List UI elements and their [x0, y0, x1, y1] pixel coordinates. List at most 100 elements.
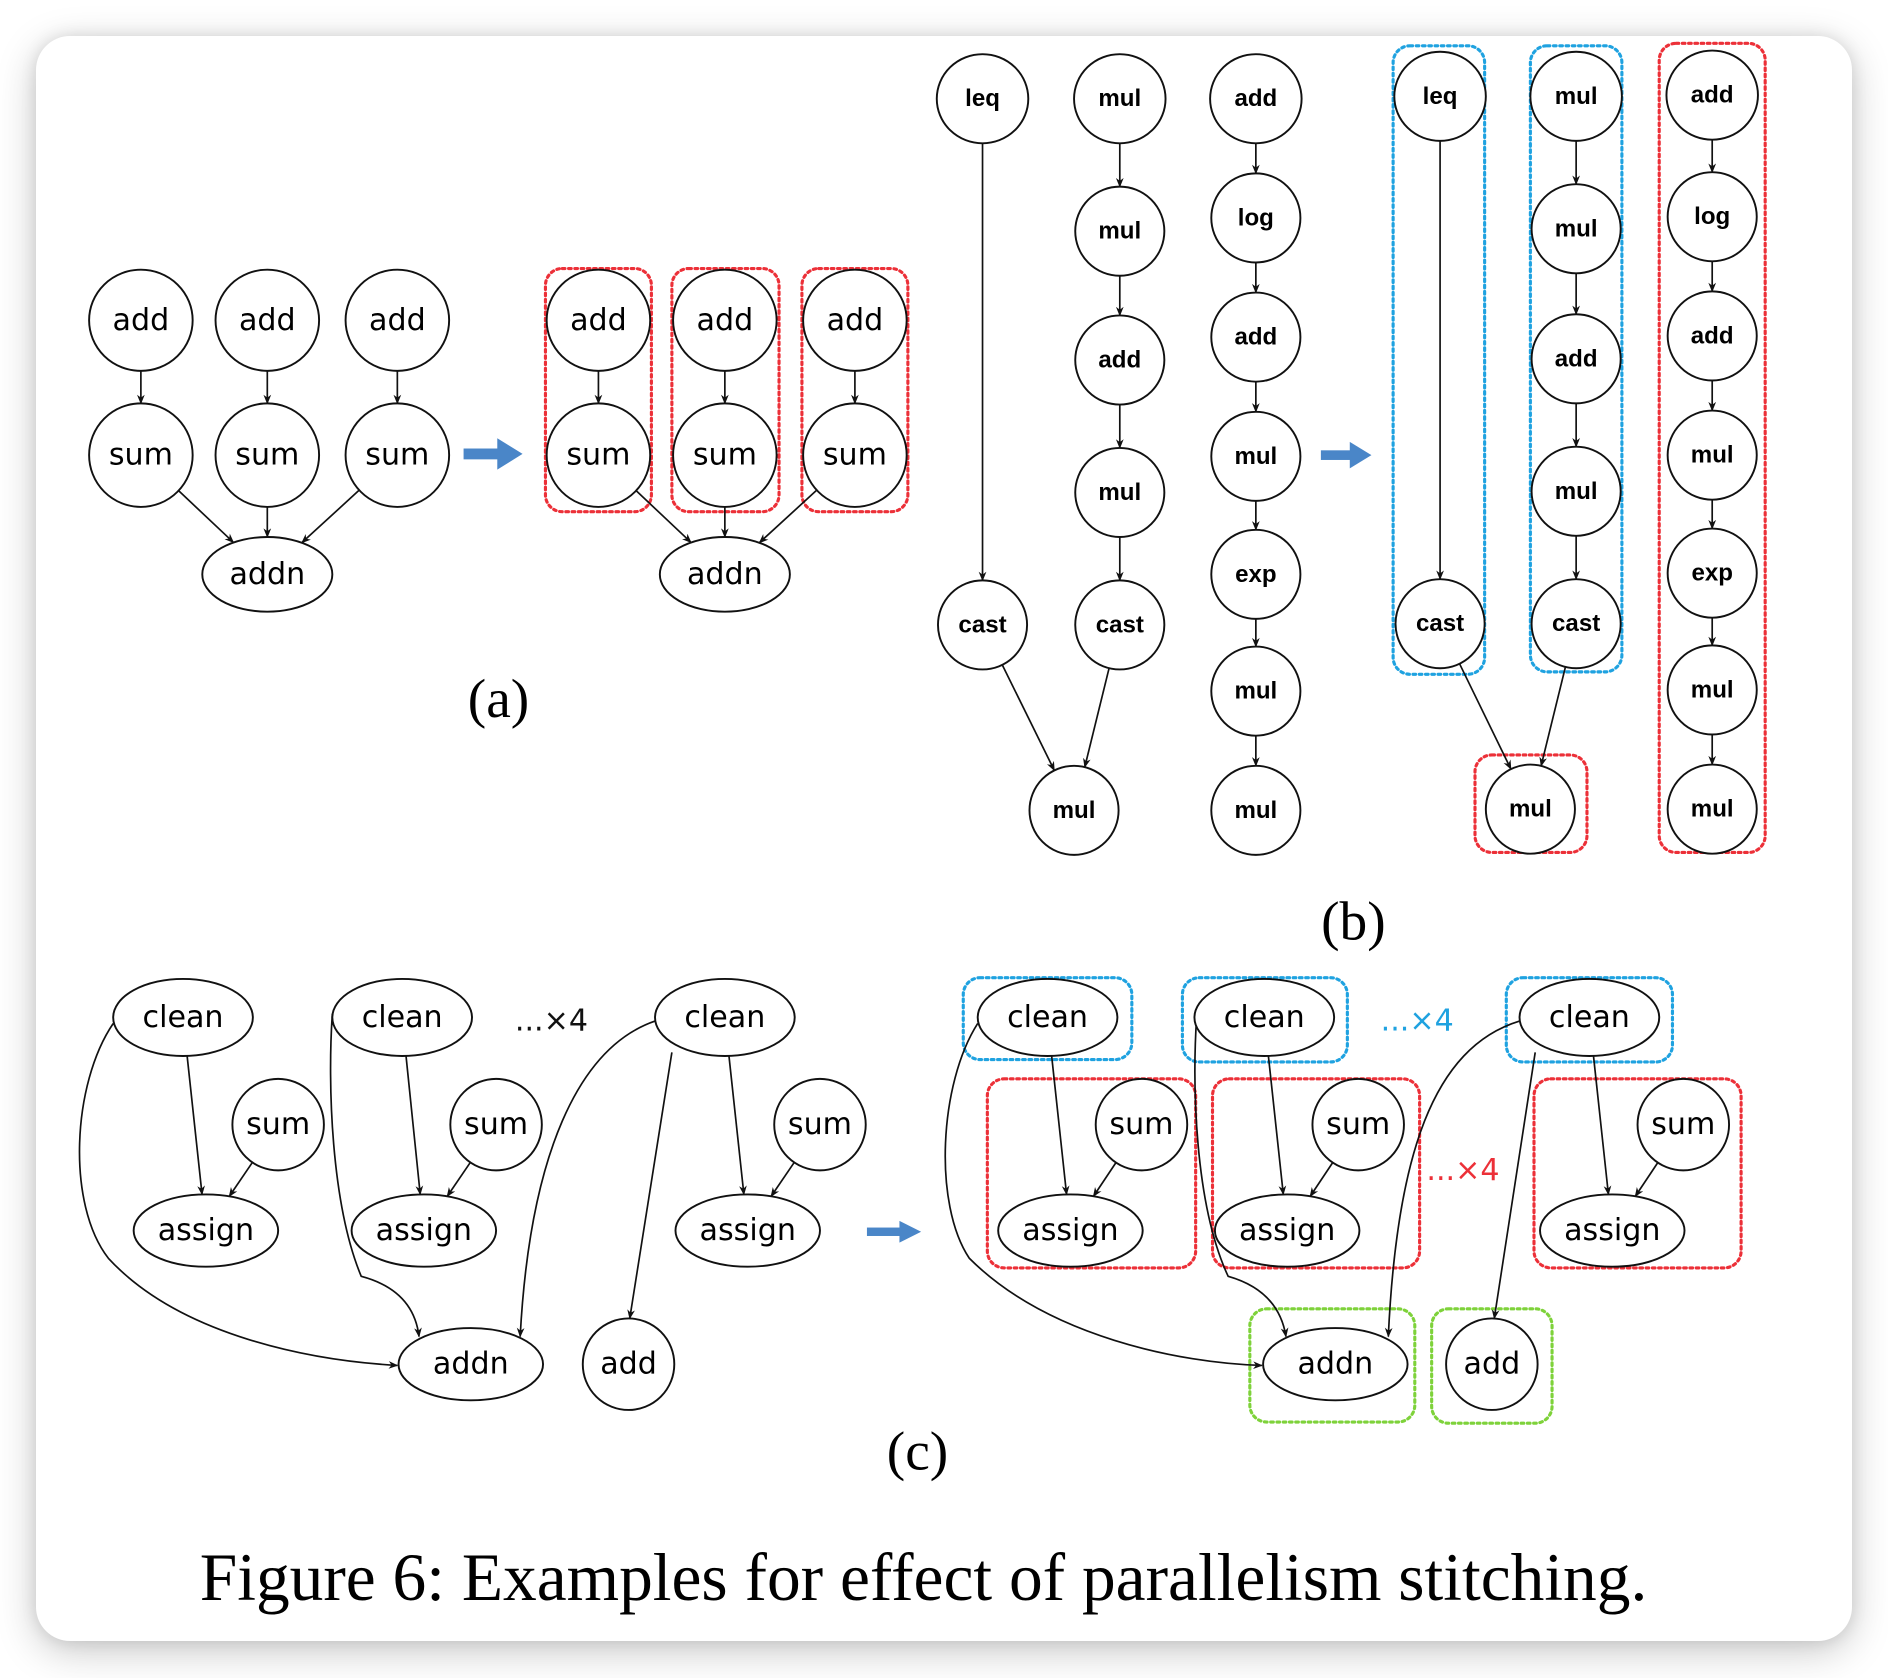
- edge: [1267, 1055, 1287, 1196]
- graph-node-clean: clean: [1193, 977, 1336, 1057]
- node-ellipse: [1210, 410, 1302, 502]
- node-ellipse: [802, 402, 908, 508]
- node-label: exp: [1235, 561, 1277, 588]
- node-label: assign: [1022, 1213, 1118, 1248]
- graph-node-assign: assign: [1539, 1193, 1686, 1268]
- node-ellipse: [449, 1077, 543, 1172]
- node-ellipse: [1074, 446, 1166, 538]
- node-ellipse: [1210, 764, 1302, 856]
- graph-node-mul: mul: [1530, 183, 1622, 275]
- edge: [1384, 1020, 1520, 1338]
- node-label: clean: [143, 1000, 224, 1035]
- node-label: sum: [246, 1107, 310, 1142]
- node-ellipse: [1666, 763, 1758, 855]
- node-label: cast: [1552, 610, 1600, 637]
- node-label: clean: [1224, 1000, 1305, 1035]
- red-group-box: [985, 1077, 1198, 1270]
- panel-b-after-graph: leqcastmulmuladdmulcastmuladdlogaddmulex…: [1391, 41, 1767, 855]
- panel-b-before-graph: leqcastmulmuladdmulcastmuladdlogaddmulex…: [935, 53, 1303, 856]
- node-label: add: [827, 303, 884, 338]
- edge: [405, 1055, 424, 1196]
- graph-node-add: add: [545, 268, 652, 372]
- node-ellipse: [1666, 527, 1758, 619]
- node-label: mul: [1234, 678, 1277, 705]
- graph-node-sum: sum: [1636, 1077, 1731, 1172]
- node-ellipse: [1209, 53, 1303, 145]
- node-ellipse: [1539, 1193, 1686, 1268]
- graph-node-add: add: [1074, 314, 1166, 406]
- node-label: mul: [1098, 85, 1141, 112]
- graph-node-leq: leq: [935, 53, 1030, 145]
- node-ellipse: [976, 977, 1119, 1057]
- node-label: mul: [1098, 218, 1141, 245]
- edge: [228, 1161, 254, 1198]
- node-ellipse: [674, 1193, 821, 1268]
- node-label: mul: [1098, 479, 1141, 506]
- node-ellipse: [1666, 644, 1758, 736]
- repeat-label-red: ...×4: [1426, 1153, 1499, 1188]
- node-ellipse: [344, 402, 451, 508]
- node-ellipse: [1094, 1077, 1189, 1172]
- node-label: sum: [1326, 1107, 1390, 1142]
- edge: [329, 1013, 422, 1338]
- graph-node-add: add: [1666, 290, 1758, 382]
- node-ellipse: [214, 402, 321, 508]
- node-label: add: [1691, 82, 1734, 109]
- node-ellipse: [1262, 1327, 1409, 1402]
- edge: [770, 1161, 795, 1198]
- node-label: exp: [1691, 560, 1733, 587]
- blue-group-box: [1391, 44, 1487, 676]
- node-label: addn: [1297, 1347, 1373, 1382]
- node-label: addn: [433, 1347, 509, 1382]
- graph-node-mul: mul: [1210, 764, 1302, 856]
- node-ellipse: [1073, 53, 1167, 145]
- graph-node-clean: clean: [654, 977, 796, 1057]
- node-label: clean: [684, 1000, 765, 1035]
- graph-node-mul: mul: [1074, 185, 1166, 277]
- edge: [635, 490, 692, 544]
- panel-c-before-graph: cleansumassigncleansumassigncleansumassi…: [78, 977, 867, 1411]
- graph-node-addn: addn: [1262, 1327, 1409, 1402]
- node-ellipse: [132, 1193, 280, 1268]
- node-label: assign: [376, 1213, 472, 1248]
- graph-node-sum: sum: [672, 402, 778, 508]
- node-label: addn: [687, 557, 763, 592]
- node-ellipse: [397, 1327, 545, 1402]
- transform-arrow-c: [866, 1220, 922, 1243]
- blue-group-box: [1180, 976, 1349, 1064]
- node-ellipse: [1193, 977, 1336, 1057]
- node-ellipse: [658, 536, 791, 613]
- graph-node-mul: mul: [1210, 410, 1302, 502]
- node-ellipse: [331, 977, 473, 1057]
- graph-node-addn: addn: [397, 1327, 545, 1402]
- node-ellipse: [1074, 579, 1166, 671]
- node-ellipse: [1530, 445, 1622, 537]
- blue-group-box: [961, 976, 1134, 1062]
- node-ellipse: [1028, 764, 1120, 856]
- edge: [446, 1161, 472, 1198]
- edge: [516, 1020, 656, 1338]
- node-label: log: [1694, 203, 1730, 230]
- node-label: sum: [566, 438, 630, 473]
- node-label: assign: [158, 1213, 254, 1248]
- node-label: mul: [1234, 443, 1277, 470]
- node-label: add: [1555, 345, 1598, 372]
- node-label: sum: [109, 438, 173, 473]
- graph-node-add: add: [1209, 53, 1303, 145]
- graph-node-add: add: [802, 268, 908, 372]
- edge: [1634, 1162, 1659, 1198]
- node-label: sum: [788, 1107, 852, 1142]
- panel-c-after-graph: cleansumassigncleansumassigncleansumassi…: [944, 976, 1743, 1425]
- graph-node-add: add: [214, 268, 321, 372]
- node-ellipse: [1666, 290, 1758, 382]
- node-ellipse: [1393, 50, 1487, 142]
- graph-node-addn: addn: [658, 536, 791, 613]
- graph-node-assign: assign: [674, 1193, 821, 1268]
- node-ellipse: [1530, 183, 1622, 275]
- node-label: clean: [1549, 1000, 1630, 1035]
- node-label: add: [570, 303, 627, 338]
- node-ellipse: [672, 402, 778, 508]
- blue-group-box: [1504, 976, 1675, 1064]
- node-label: add: [1691, 322, 1734, 349]
